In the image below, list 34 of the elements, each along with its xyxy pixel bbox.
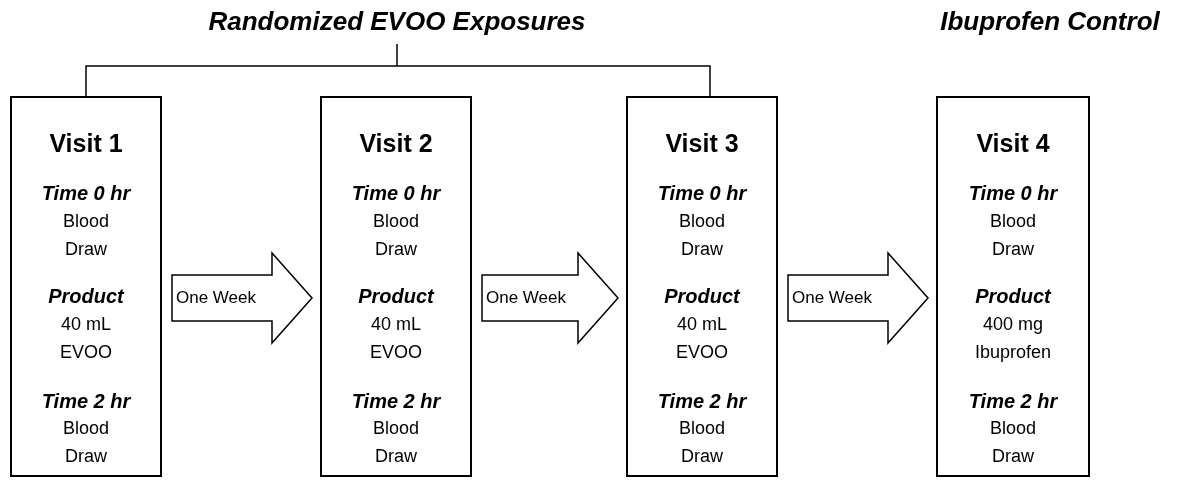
step-text: Blood Draw (988, 417, 1037, 468)
dose-text: 40 mL EVOO (675, 313, 729, 364)
step-text: Blood Draw (371, 417, 420, 468)
visit-heading: Visit 1 (48, 128, 124, 158)
visit-box (936, 96, 1090, 477)
dose-text: 40 mL EVOO (369, 313, 423, 364)
step-text: Blood Draw (677, 417, 726, 468)
time-label: Time 2 hr (656, 389, 748, 414)
visit-box (626, 96, 778, 477)
step-text: Blood Draw (677, 210, 726, 261)
step-text: Blood Draw (61, 417, 110, 468)
heading: Randomized EVOO Exposures (208, 6, 586, 37)
visit-heading: Visit 4 (975, 128, 1051, 158)
heading: Ibuprofen Control (940, 6, 1160, 37)
time-label: Time 2 hr (967, 389, 1059, 414)
dose-text: 400 mg Ibuprofen (973, 313, 1053, 364)
visit-box (320, 96, 472, 477)
visit-heading: Visit 3 (664, 128, 740, 158)
time-label: Time 2 hr (40, 389, 132, 414)
time-label: Time 2 hr (350, 389, 442, 414)
visit-box (10, 96, 162, 477)
product-label: Product (357, 284, 436, 309)
time-label: Time 0 hr (40, 181, 132, 206)
step-text: Blood Draw (371, 210, 420, 261)
product-label: Product (974, 284, 1053, 309)
dose-text: 40 mL EVOO (59, 313, 113, 364)
visit-heading: Visit 2 (358, 128, 434, 158)
product-label: Product (663, 284, 742, 309)
time-label: Time 0 hr (656, 181, 748, 206)
step-text: Blood Draw (988, 210, 1037, 261)
time-label: Time 0 hr (350, 181, 442, 206)
step-text: Blood Draw (61, 210, 110, 261)
time-label: Time 0 hr (967, 181, 1059, 206)
product-label: Product (47, 284, 126, 309)
